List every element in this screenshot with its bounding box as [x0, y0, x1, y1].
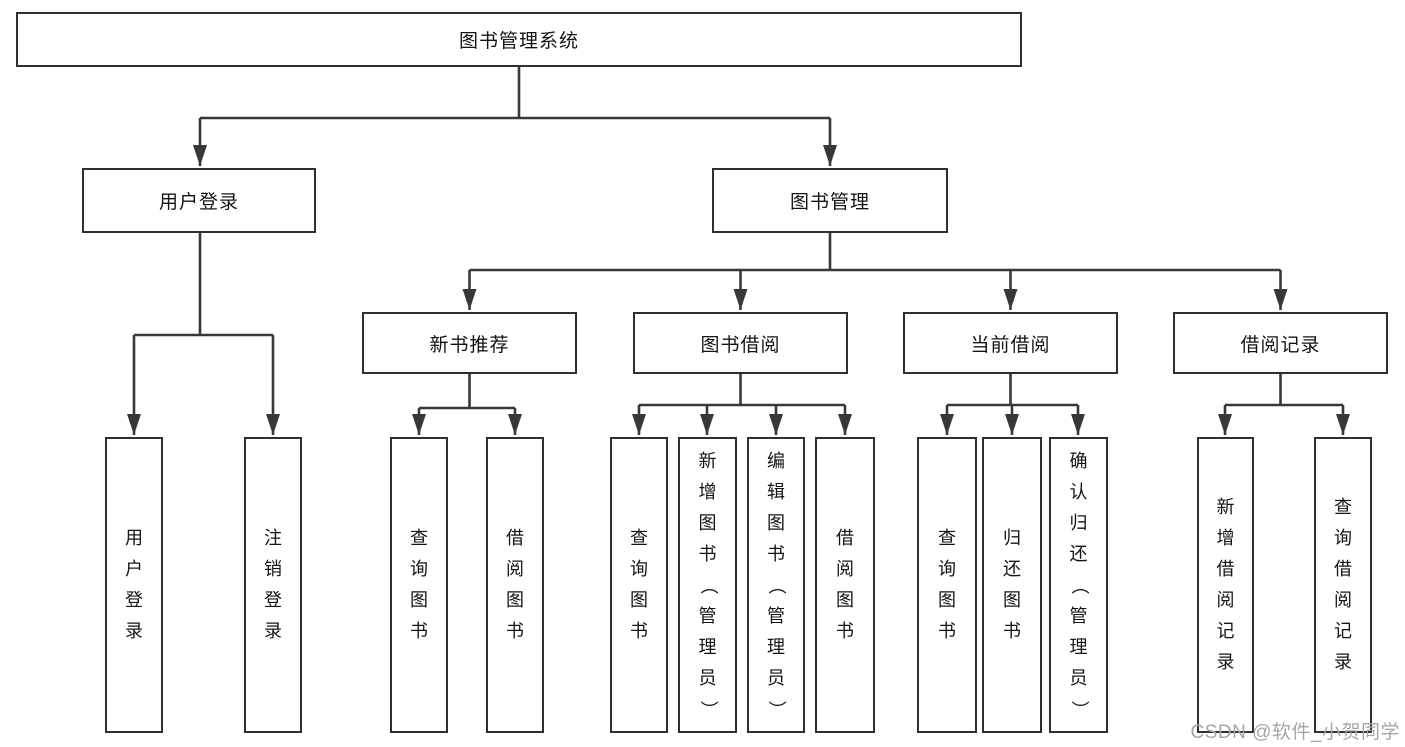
node-label: 图书借阅 — [700, 334, 781, 356]
leaf-user-login: 用户登录 — [105, 437, 163, 733]
leaf-query-books-current: 查询图书 — [917, 437, 977, 733]
leaf-borrow-books: 借阅图书 — [815, 437, 875, 733]
csdn-watermark: CSDN @软件_小贺同学 — [1190, 722, 1400, 743]
leaf-borrow-books-recommend: 借阅图书 — [486, 437, 544, 733]
node-label: 用户登录 — [158, 192, 239, 213]
node-label: 借阅记录 — [1240, 334, 1321, 356]
leaf-query-books-borrow: 查询图书 — [610, 437, 668, 733]
leaf-query-books-recommend: 查询图书 — [390, 437, 448, 733]
leaf-label: 注销登录 — [264, 528, 282, 641]
node-user-login: 用户登录 — [82, 168, 316, 233]
leaf-edit-books-admin: 编辑图书（管理员） — [747, 437, 805, 733]
leaf-label: 新增借阅记录 — [1216, 497, 1235, 672]
node-label: 当前借阅 — [970, 334, 1051, 356]
leaf-label: 查询图书 — [410, 528, 428, 641]
node-book-borrow: 图书借阅 — [633, 312, 848, 374]
node-borrow-record: 借阅记录 — [1173, 312, 1388, 374]
leaf-label: 用户登录 — [125, 528, 143, 641]
node-label: 新书推荐 — [429, 334, 510, 356]
node-label: 图书管理系统 — [458, 31, 579, 52]
leaf-add-books-admin: 新增图书（管理员） — [678, 437, 737, 733]
leaf-label: 查询借阅记录 — [1334, 497, 1352, 672]
leaf-label: 查询图书 — [938, 528, 956, 641]
leaf-return-books: 归还图书 — [982, 437, 1042, 733]
leaf-label: 查询图书 — [630, 528, 648, 641]
leaf-logout: 注销登录 — [244, 437, 302, 733]
leaf-add-borrow-record: 新增借阅记录 — [1197, 437, 1254, 733]
leaf-label: 借阅图书 — [836, 528, 854, 641]
leaf-label: 借阅图书 — [506, 528, 524, 641]
node-new-book-recommend: 新书推荐 — [362, 312, 577, 374]
leaf-label: 编辑图书（管理员） — [766, 450, 787, 719]
leaf-label: 新增图书（管理员） — [698, 450, 718, 719]
leaf-label: 确认归还（管理员） — [1069, 450, 1089, 719]
leaf-query-borrow-record: 查询借阅记录 — [1314, 437, 1372, 733]
leaf-label: 归还图书 — [1003, 528, 1021, 641]
node-book-management: 图书管理 — [712, 168, 948, 233]
leaf-confirm-return-admin: 确认归还（管理员） — [1049, 437, 1108, 733]
node-current-borrow: 当前借阅 — [903, 312, 1118, 374]
node-library-management-system: 图书管理系统 — [16, 12, 1022, 67]
node-label: 图书管理 — [789, 192, 870, 213]
